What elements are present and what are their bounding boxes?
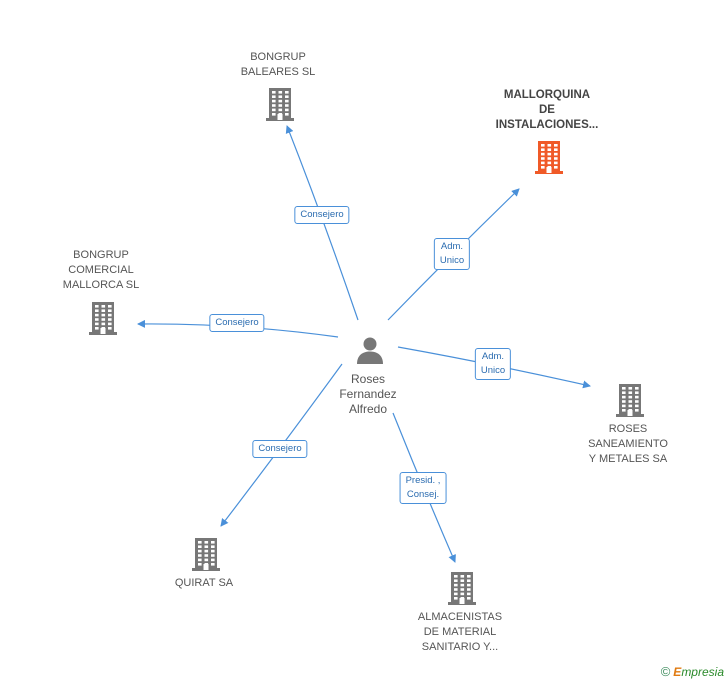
company-name-line: ROSES [608, 423, 648, 435]
person-icon [357, 337, 383, 364]
brand-rest: mpresia [681, 665, 724, 679]
copyright-symbol: © [660, 664, 671, 679]
edge-label-bongrup-comercial[interactable]: Consejero [209, 314, 265, 332]
building-icon [448, 572, 476, 605]
edge-label-mallorquina[interactable]: Adm. Unico [433, 238, 471, 270]
company-label-bongrup-baleares[interactable]: BONGRUP BALEARES SL [241, 50, 316, 80]
company-label-quirat[interactable]: QUIRAT SA [175, 576, 233, 591]
brand-initial: E [673, 665, 682, 679]
edge-label-quirat[interactable]: Consejero [252, 440, 308, 458]
company-label-roses-saneamiento[interactable]: ROSES SANEAMIENTO Y METALES SA [588, 422, 668, 467]
company-name-line: BALEARES SL [240, 66, 316, 78]
edge-label-bongrup-baleares[interactable]: Consejero [294, 206, 350, 224]
person-name-line: Fernandez [339, 387, 397, 401]
edge-label-almacenistas[interactable]: Presid. , Consej. [399, 472, 447, 504]
building-icon [266, 88, 294, 121]
building-icon [89, 302, 117, 335]
company-name-line: MALLORQUINA [503, 89, 591, 101]
empresia-watermark: ©Empresia [661, 664, 724, 679]
company-name-line: SANEAMIENTO [588, 438, 668, 450]
building-icon [616, 384, 644, 417]
person-name-line: Alfredo [348, 402, 388, 416]
building-icon [192, 538, 220, 571]
company-name-line: BONGRUP [73, 249, 129, 261]
person-name-line: Roses [350, 372, 385, 386]
building-icon [535, 141, 563, 174]
company-label-mallorquina[interactable]: MALLORQUINA DE INSTALACIONES... [496, 88, 599, 133]
company-name-line: COMERCIAL [68, 264, 134, 276]
company-name-line: SANITARIO Y... [421, 641, 499, 653]
company-name-line: QUIRAT SA [174, 577, 234, 589]
edge-label-roses-saneamiento[interactable]: Adm. Unico [474, 348, 512, 380]
company-name-line: BONGRUP [250, 51, 306, 63]
company-name-line: Y METALES SA [588, 453, 668, 465]
company-label-bongrup-comercial[interactable]: BONGRUP COMERCIAL MALLORCA SL [63, 248, 139, 293]
company-name-line: INSTALACIONES... [495, 119, 599, 131]
company-name-line: MALLORCA SL [62, 279, 140, 291]
company-name-line: ALMACENISTAS [417, 611, 503, 623]
company-name-line: DE MATERIAL [423, 626, 497, 638]
company-name-line: DE [539, 104, 555, 116]
company-label-almacenistas[interactable]: ALMACENISTAS DE MATERIAL SANITARIO Y... [418, 610, 502, 655]
